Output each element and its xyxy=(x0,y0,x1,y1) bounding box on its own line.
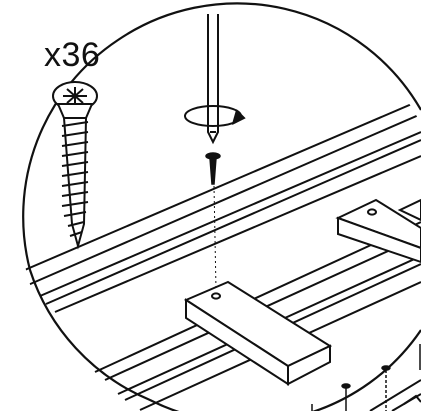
cross-slat-back xyxy=(335,198,421,264)
screw-icon xyxy=(52,81,98,250)
upper-rail xyxy=(20,99,421,313)
screw-quantity-label: x36 xyxy=(44,36,101,74)
lower-right-part xyxy=(369,379,421,412)
detail-circle-outline xyxy=(22,2,421,416)
cross-slat-front xyxy=(183,280,333,386)
rotation-arrow-icon xyxy=(184,105,246,127)
extra-screws xyxy=(311,344,421,411)
screwdriver-icon xyxy=(207,14,219,145)
screw-inserted-icon xyxy=(205,152,221,185)
screw-guide-line xyxy=(213,185,217,291)
